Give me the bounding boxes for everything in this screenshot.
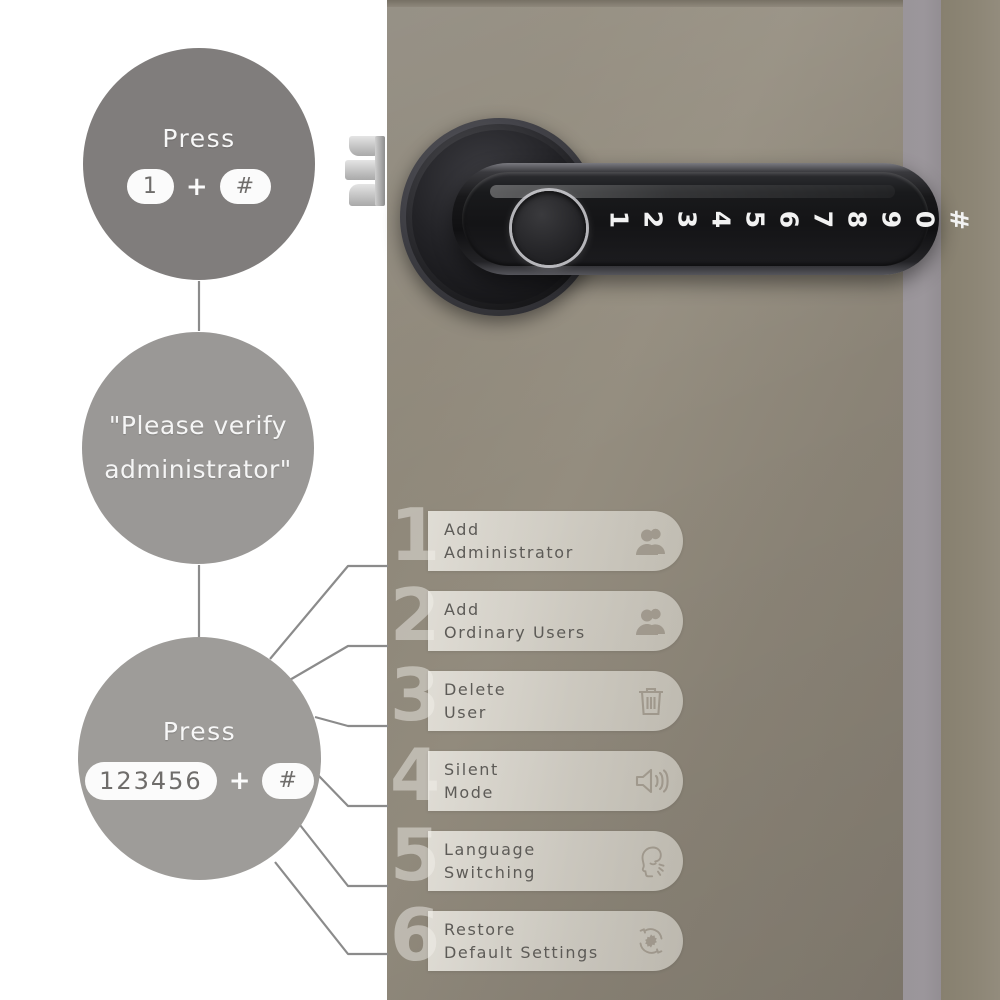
menu-item-5-card[interactable]: Language Switching	[428, 831, 683, 891]
keypad[interactable]: 1 2 3 4 5 6 7 8 9 0 #	[602, 172, 976, 266]
keypad-key-2[interactable]: 2	[638, 210, 668, 228]
latch-bolt	[345, 160, 383, 180]
menu-item-language-switching[interactable]: 5 Language Switching	[390, 819, 690, 905]
speaker-icon	[633, 763, 669, 799]
fingerprint-sensor[interactable]	[512, 191, 586, 265]
step1-key-combo: 1 + #	[126, 168, 272, 205]
keypad-key-8[interactable]: 8	[842, 210, 872, 228]
latch-tongue-top	[349, 136, 383, 156]
menu-item-5-line1: Language	[444, 839, 536, 859]
wire-to-item-4	[317, 774, 388, 808]
menu-item-delete-user[interactable]: 3 Delete User	[390, 659, 690, 745]
step1-key-1: 1	[126, 168, 174, 205]
wire-to-item-1	[269, 564, 388, 660]
latch-faceplate	[375, 136, 385, 206]
keypad-key-9[interactable]: 9	[876, 210, 906, 228]
menu-item-5-line2: Switching	[444, 863, 537, 882]
voice-prompt-line-2: administrator"	[104, 455, 292, 484]
trash-icon	[633, 683, 669, 719]
step3-key-code: 123456	[85, 762, 217, 800]
step3-key-hash: #	[262, 763, 314, 799]
step1-key-hash: #	[219, 168, 272, 205]
door-lever-handle[interactable]: 1 2 3 4 5 6 7 8 9 0 #	[452, 163, 974, 275]
menu-item-add-administrator[interactable]: 1 Add Administrator	[390, 499, 690, 585]
menu-item-2-label: Add Ordinary Users	[428, 598, 586, 644]
wire-to-item-5	[299, 824, 388, 888]
step1-heading: Press	[162, 123, 236, 153]
keypad-key-1[interactable]: 1	[604, 210, 634, 228]
door-jamb	[903, 0, 941, 1000]
keypad-key-hash[interactable]: #	[944, 208, 974, 230]
door-jamb-shadow	[941, 0, 1000, 1000]
menu-item-6-card[interactable]: Restore Default Settings	[428, 911, 683, 971]
keypad-key-6[interactable]: 6	[774, 210, 804, 228]
handle-face: 1 2 3 4 5 6 7 8 9 0 #	[462, 172, 974, 266]
menu-item-4-line2: Mode	[444, 783, 494, 802]
menu-item-silent-mode[interactable]: 4 Silent Mode	[390, 739, 690, 825]
users-icon	[633, 603, 669, 639]
menu-item-add-ordinary-users[interactable]: 2 Add Ordinary Users	[390, 579, 690, 665]
step3-plus: +	[228, 766, 251, 796]
door-latch	[345, 136, 387, 206]
latch-tongue-bottom	[349, 184, 383, 206]
keypad-key-5[interactable]: 5	[740, 210, 770, 228]
keypad-key-3[interactable]: 3	[672, 210, 702, 228]
menu-item-4-card[interactable]: Silent Mode	[428, 751, 683, 811]
keypad-key-7[interactable]: 7	[808, 210, 838, 228]
menu-item-2-line1: Add	[444, 599, 480, 619]
menu-item-6-line1: Restore	[444, 919, 516, 939]
wire-to-item-6	[274, 861, 388, 956]
flow-step-press-1-hash: Press 1 + #	[83, 48, 315, 280]
menu-item-1-line2: Administrator	[444, 543, 574, 562]
flow-step-voice-prompt: "Please verify administrator"	[82, 332, 314, 564]
menu-item-2-card[interactable]: Add Ordinary Users	[428, 591, 683, 651]
menu-item-4-line1: Silent	[444, 759, 499, 779]
step3-key-combo: 123456 + #	[85, 762, 314, 800]
handle-gloss	[490, 185, 895, 198]
menu-item-4-label: Silent Mode	[428, 758, 499, 804]
menu-item-1-card[interactable]: Add Administrator	[428, 511, 683, 571]
menu-item-3-line1: Delete	[444, 679, 507, 699]
menu-item-2-line2: Ordinary Users	[444, 623, 586, 642]
restore-gear-icon	[633, 923, 669, 959]
keypad-key-0[interactable]: 0	[910, 210, 940, 228]
menu-item-restore-default-settings[interactable]: 6 Restore Default Settings	[390, 899, 690, 985]
menu-list: 1 Add Administrator 2 Add Ord	[390, 499, 690, 985]
menu-item-1-line1: Add	[444, 519, 480, 539]
speaking-head-icon	[633, 843, 669, 879]
menu-item-3-label: Delete User	[428, 678, 506, 724]
menu-item-3-card[interactable]: Delete User	[428, 671, 683, 731]
door-top-edge	[387, 0, 1000, 7]
flow-step-press-code-hash: Press 123456 + #	[78, 637, 321, 880]
menu-item-1-label: Add Administrator	[428, 518, 574, 564]
step3-heading: Press	[162, 717, 237, 746]
users-icon	[633, 523, 669, 559]
menu-item-6-line2: Default Settings	[444, 943, 599, 962]
menu-item-5-label: Language Switching	[428, 838, 536, 884]
menu-item-3-line2: User	[444, 703, 487, 722]
keypad-key-4[interactable]: 4	[706, 210, 736, 228]
voice-prompt-line-1: "Please verify	[108, 411, 288, 441]
wire-to-item-2	[287, 644, 388, 682]
step1-plus: +	[185, 171, 208, 202]
menu-item-6-label: Restore Default Settings	[428, 918, 599, 964]
wire-to-item-3	[314, 715, 388, 728]
